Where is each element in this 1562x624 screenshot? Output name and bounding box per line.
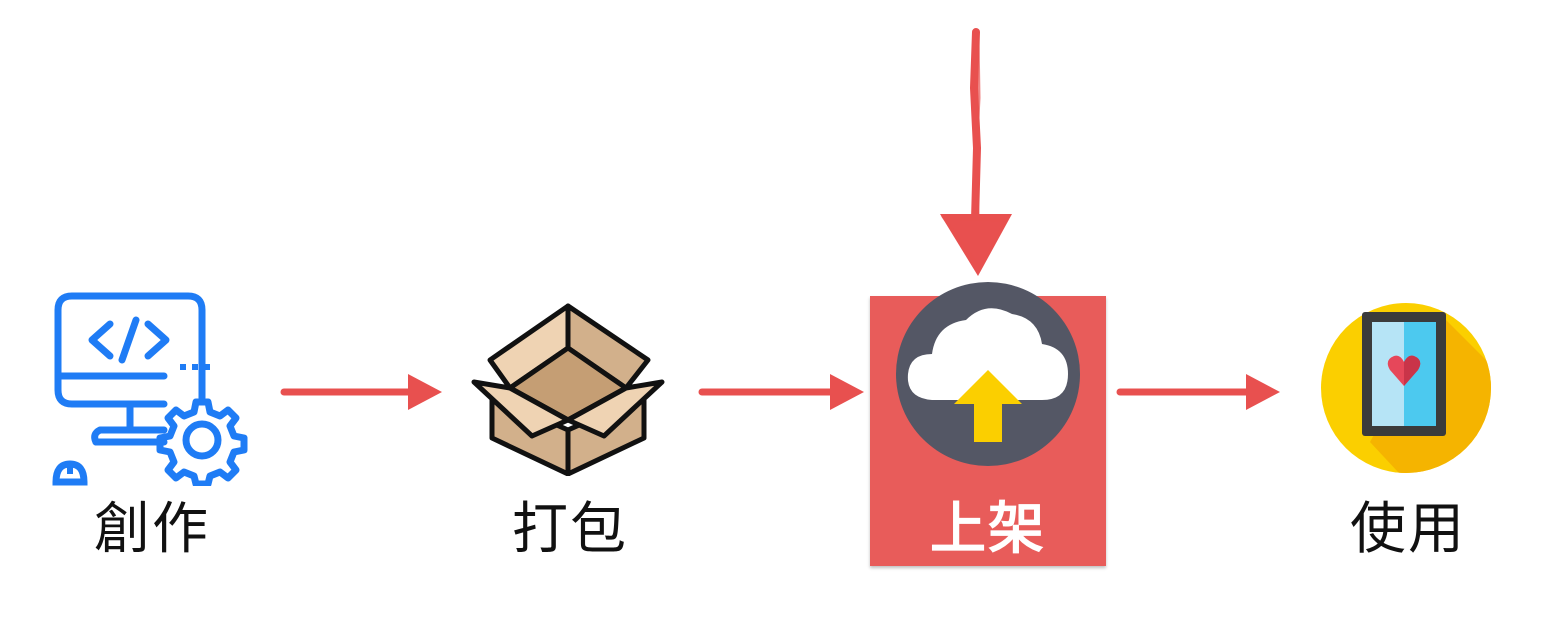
flow-arrow [698, 374, 864, 410]
flow-arrow [1116, 374, 1280, 410]
emphasis-arrow [940, 28, 1012, 276]
cloud-upload-icon [896, 282, 1080, 466]
step-label-package: 打包 [512, 497, 628, 562]
flow-arrow [280, 374, 442, 410]
step-label-create: 創作 [94, 497, 210, 562]
step-label-use: 使用 [1350, 497, 1466, 562]
step-label-upload: 上架 [930, 497, 1046, 562]
code-computer-gear-icon [52, 292, 248, 486]
phone-heart-icon [1321, 303, 1491, 473]
open-box-icon [471, 303, 665, 476]
